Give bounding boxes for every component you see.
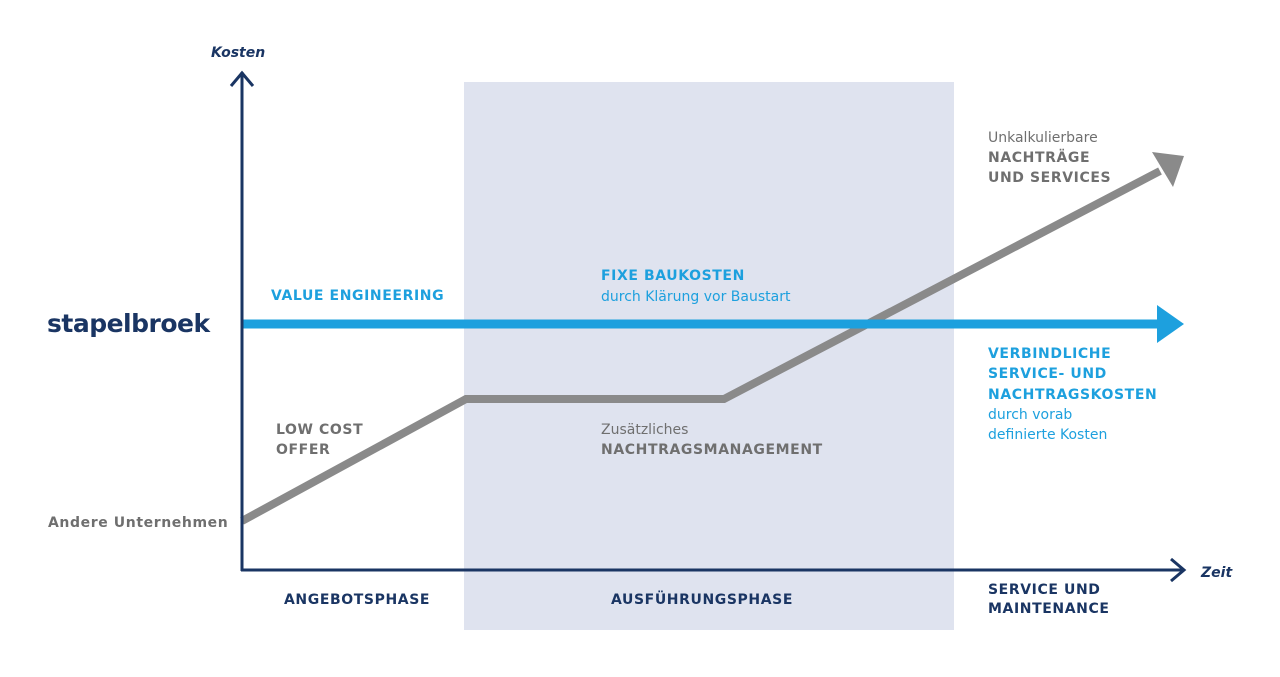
x-axis-label: Zeit xyxy=(1201,565,1233,581)
verbindliche-line2: SERVICE- UND xyxy=(988,366,1107,382)
phase-service-line2: MAINTENANCE xyxy=(988,601,1110,617)
stapelbroek-logo: stapelbroek xyxy=(47,309,210,338)
stapelbroek-arrowhead xyxy=(1157,305,1184,343)
value-engineering-label: VALUE ENGINEERING xyxy=(271,288,445,304)
unkalkulierbare-line3: UND SERVICES xyxy=(988,170,1112,186)
unkalkulierbare-line1: Unkalkulierbare xyxy=(988,130,1098,146)
unkalkulierbare-line2: NACHTRÄGE xyxy=(988,150,1091,166)
low-cost-line2: OFFER xyxy=(276,442,331,458)
phase-angebot-label: ANGEBOTSPHASE xyxy=(284,592,431,608)
phase-service-line1: SERVICE UND xyxy=(988,582,1101,598)
nachtragsmanagement-label: NACHTRAGSMANAGEMENT xyxy=(601,442,823,458)
fixe-baukosten-subtitle: durch Klärung vor Baustart xyxy=(601,289,791,305)
y-axis-label: Kosten xyxy=(211,45,266,61)
other-companies-label: Andere Unternehmen xyxy=(48,515,229,531)
x-axis-arrowhead xyxy=(1170,557,1187,583)
phase-ausfuehrung-label: AUSFÜHRUNGSPHASE xyxy=(611,592,794,608)
execution-phase-band xyxy=(464,82,954,630)
verbindliche-line1: VERBINDLICHE xyxy=(988,346,1112,362)
verbindliche-line3: NACHTRAGSKOSTEN xyxy=(988,387,1158,403)
other-companies-cost-line xyxy=(240,167,1162,525)
y-axis-arrowhead xyxy=(229,70,255,87)
fixe-baukosten-title: FIXE BAUKOSTEN xyxy=(601,268,745,284)
verbindliche-line5: definierte Kosten xyxy=(988,427,1108,443)
low-cost-line1: LOW COST xyxy=(276,422,364,438)
zusaetzliches-label: Zusätzliches xyxy=(601,422,689,438)
other-companies-arrowhead xyxy=(1152,152,1184,187)
verbindliche-line4: durch vorab xyxy=(988,407,1073,423)
